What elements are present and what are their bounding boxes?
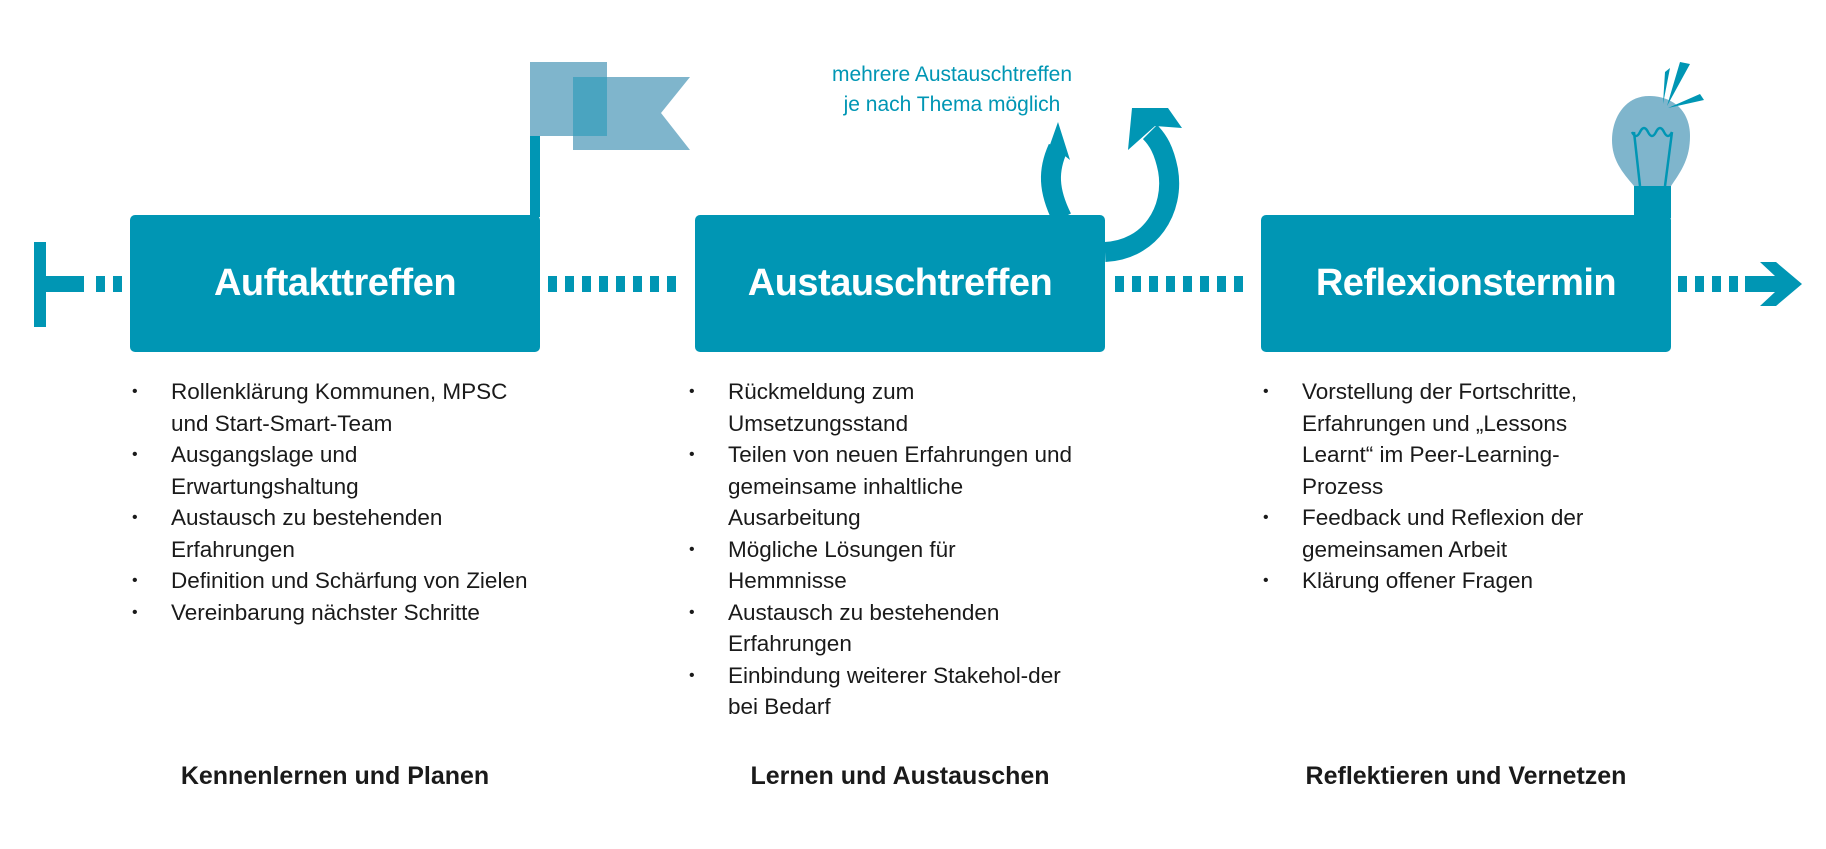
list-item: Vereinbarung nächster Schritte: [132, 597, 532, 629]
phase-3-bullets: Vorstellung der Fortschritte, Erfahrunge…: [1263, 376, 1663, 597]
list-item: Definition und Schärfung von Zielen: [132, 565, 531, 597]
cycle-arrow-icon: [1040, 124, 1180, 262]
timeline-dash: [548, 276, 557, 292]
list-item: Rückmeldung zum Umsetzungsstand: [689, 376, 968, 439]
timeline-dash: [1234, 276, 1243, 292]
timeline-dash: [565, 276, 574, 292]
timeline-dash: [1166, 276, 1175, 292]
timeline-dash: [1132, 276, 1141, 292]
phase-box-austauschtreffen: Austauschtreffen: [695, 215, 1105, 352]
repeat-note: mehrere Austauschtreffen je nach Thema m…: [832, 60, 1072, 120]
phase-3-footer: Reflektieren und Vernetzen: [1305, 762, 1627, 790]
list-item: Klärung offener Fragen: [1263, 565, 1663, 597]
timeline-end-arrow-icon: [1745, 262, 1802, 306]
timeline-dash: [1217, 276, 1226, 292]
phase-2-bullets: Rückmeldung zum Umsetzungsstand Teilen v…: [689, 376, 1094, 723]
timeline-dash: [1149, 276, 1158, 292]
timeline-dash: [1200, 276, 1209, 292]
list-item: Feedback und Reflexion der gemeinsamen A…: [1263, 502, 1672, 565]
timeline-dash: [582, 276, 591, 292]
timeline-dash: [1678, 276, 1687, 292]
timeline-dashes: [96, 276, 1738, 292]
timeline-dash: [667, 276, 676, 292]
list-item: Austausch zu bestehenden Erfahrungen: [132, 502, 511, 565]
phase-box-auftakttreffen: Auftakttreffen: [130, 215, 540, 352]
timeline-dash: [1729, 276, 1738, 292]
list-item: Teilen von neuen Erfahrungen und gemeins…: [689, 439, 1094, 534]
timeline-start-icon: [34, 242, 84, 327]
timeline-dash: [1115, 276, 1124, 292]
timeline-dash: [1183, 276, 1192, 292]
list-item: Ausgangslage und Erwartungshaltung: [132, 439, 411, 502]
list-item: Vorstellung der Fortschritte, Erfahrunge…: [1263, 376, 1637, 502]
phase-title: Reflexionstermin: [1315, 262, 1617, 304]
repeat-note-line2: je nach Thema möglich: [843, 93, 1061, 116]
timeline-dash: [1695, 276, 1704, 292]
timeline-dash: [599, 276, 608, 292]
list-item: Austausch zu bestehenden Erfahrungen: [689, 597, 1068, 660]
list-item: Einbindung weiterer Stakehol-der bei Bed…: [689, 660, 1088, 723]
list-item: Mögliche Lösungen für Hemmnisse: [689, 534, 1018, 597]
phase-title: Auftakttreffen: [213, 262, 457, 304]
flag-icon: [530, 62, 690, 217]
phase-box-reflexionstermin: Reflexionstermin: [1261, 215, 1671, 352]
repeat-note-line1: mehrere Austauschtreffen: [831, 63, 1073, 86]
timeline-dash: [650, 276, 659, 292]
phase-1-footer: Kennenlernen und Planen: [180, 762, 490, 790]
timeline-dash: [616, 276, 625, 292]
phase-1-bullets: Rollenklärung Kommunen, MPSC und Start-S…: [132, 376, 532, 628]
phase-2-footer: Lernen und Austauschen: [750, 762, 1050, 790]
list-item: Rollenklärung Kommunen, MPSC und Start-S…: [132, 376, 532, 439]
lightbulb-icon: [1612, 62, 1704, 218]
timeline-dash: [1712, 276, 1721, 292]
phase-title: Austauschtreffen: [747, 262, 1053, 304]
timeline-dash: [633, 276, 642, 292]
